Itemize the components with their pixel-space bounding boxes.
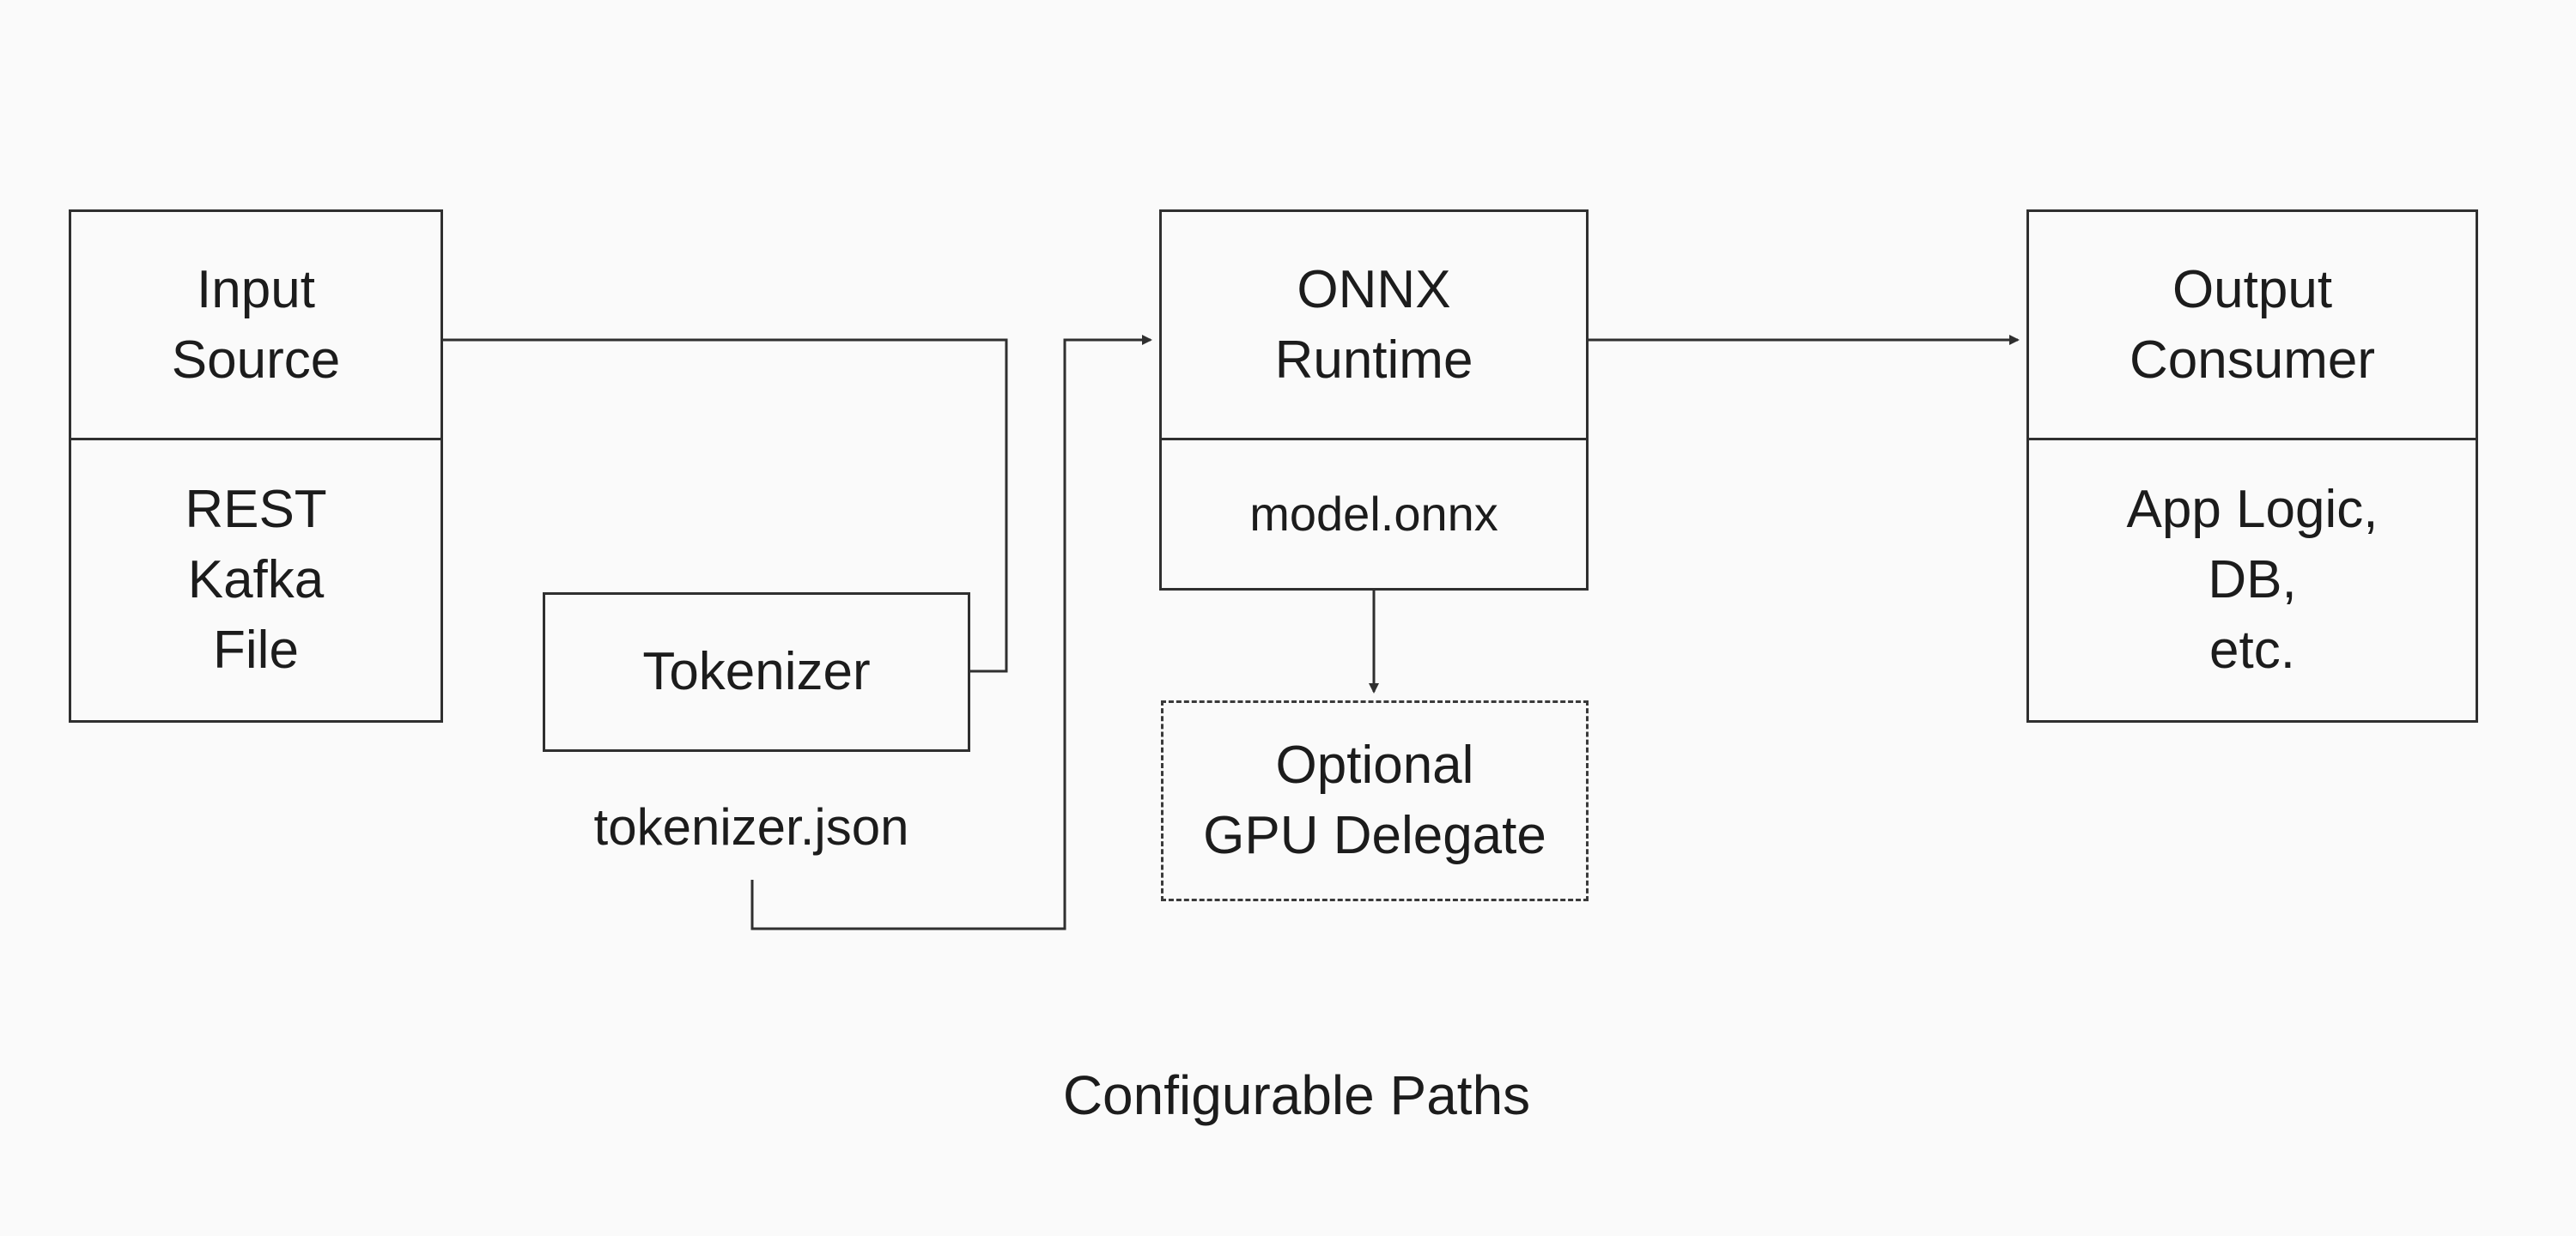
tokenizer-header: Tokenizer [545,595,968,749]
onnx-runtime-body: model.onnx [1249,487,1498,541]
output-consumer-body-section: App Logic, DB, etc. [2029,440,2476,720]
output-consumer-body: App Logic, DB, etc. [2126,480,2379,680]
output-consumer-header: Output Consumer [2029,212,2476,438]
gpu-delegate-header: Optional GPU Delegate [1163,703,1586,899]
output-consumer-node: Output Consumer App Logic, DB, etc. [2026,209,2478,723]
tokenizer-node: Tokenizer [543,592,970,752]
input-source-body-section: REST Kafka File [71,440,440,720]
output-consumer-divider [2029,438,2476,440]
gpu-delegate-title: Optional GPU Delegate [1203,736,1546,865]
gpu-delegate-node: Optional GPU Delegate [1161,700,1589,901]
onnx-runtime-node: ONNX Runtime model.onnx [1159,209,1589,591]
diagram-caption: Configurable Paths [1062,1064,1531,1126]
onnx-runtime-title: ONNX Runtime [1274,259,1473,390]
connector-input-to-tokenizer [443,338,1008,673]
onnx-runtime-header: ONNX Runtime [1162,212,1586,438]
connector-tokenizer-to-onnx [750,335,1152,930]
input-source-node: Input Source REST Kafka File [69,209,443,723]
input-source-body: REST Kafka File [185,480,327,680]
onnx-runtime-body-section: model.onnx [1162,440,1586,588]
output-consumer-title: Output Consumer [2129,259,2375,390]
input-source-title: Input Source [171,259,341,390]
tokenizer-title: Tokenizer [642,642,871,701]
input-source-header: Input Source [71,212,440,438]
tokenizer-json-label: tokenizer.json [593,798,909,856]
onnx-runtime-divider [1162,438,1586,440]
input-source-divider [71,438,440,440]
